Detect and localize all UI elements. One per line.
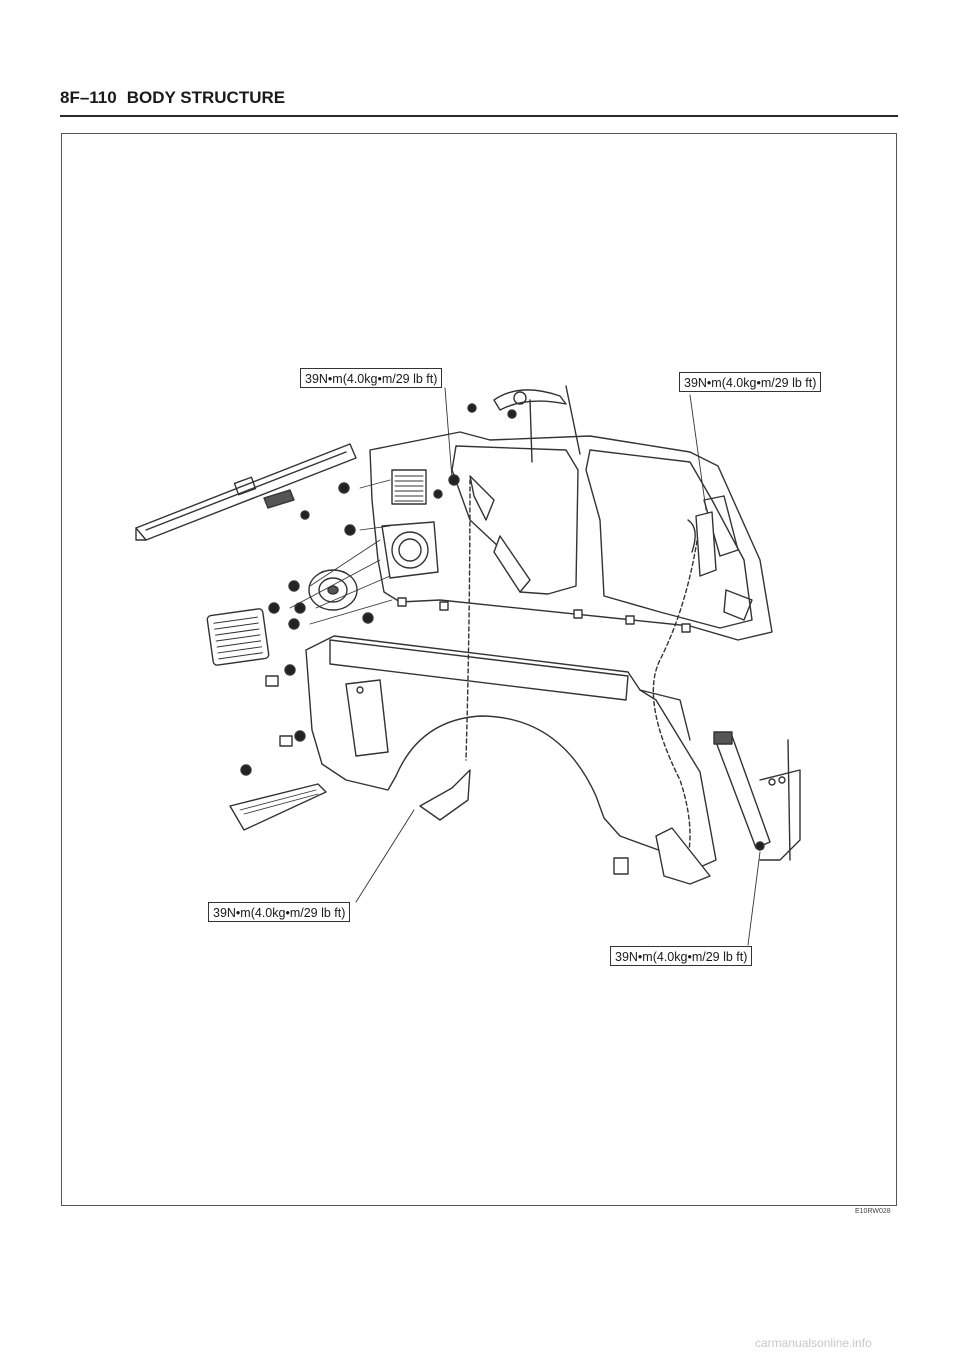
torque-label-lower-right: 39N•m(4.0kg•m/29 lb ft) [610, 946, 753, 966]
speaker-assembly [308, 569, 358, 611]
side-vent-grille [206, 608, 270, 666]
upper-trim-molding [135, 443, 357, 541]
page-number: 8F–110 [60, 88, 117, 107]
lower-quarter-trim-panel [305, 635, 717, 877]
page-header: 8F–110 BODY STRUCTURE [60, 88, 285, 112]
torque-label-lower-left: 39N•m(4.0kg•m/29 lb ft) [208, 902, 351, 922]
fasteners [240, 474, 629, 875]
torque-leader-lines [355, 387, 761, 946]
figure-id: E10RW028 [855, 1208, 891, 1215]
lower-trim-cover [655, 827, 711, 885]
section-title: BODY STRUCTURE [126, 88, 286, 107]
upper-hanger-bracket [467, 385, 581, 463]
seat-belt-anchors [419, 475, 717, 821]
figure-frame [61, 133, 897, 1206]
header-rule [60, 115, 898, 117]
seat-belt-webbing [465, 479, 701, 881]
fastener-leader-lines [289, 479, 393, 625]
torque-label-upper-left: 39N•m(4.0kg•m/29 lb ft) [300, 368, 443, 388]
torque-label-upper-right: 39N•m(4.0kg•m/29 lb ft) [679, 372, 822, 392]
sill-plate [229, 783, 327, 831]
lift-strut [713, 731, 801, 861]
watermark[interactable]: carmanualsonline.info [755, 1336, 872, 1350]
